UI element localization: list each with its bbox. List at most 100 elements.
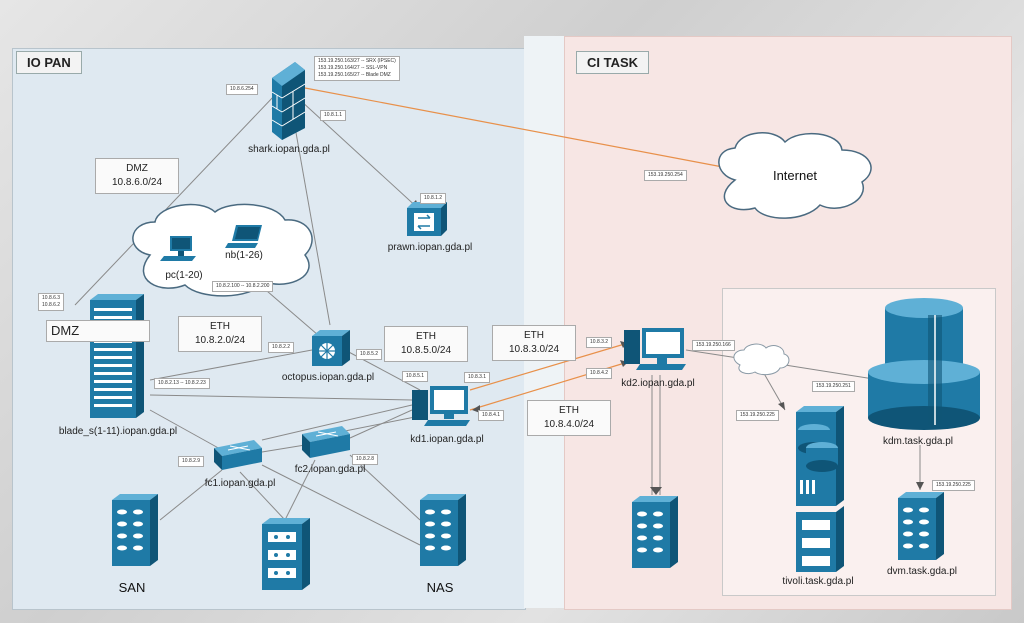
octopus-label: octopus.iopan.gda.pl [281, 372, 375, 383]
link-shark-octopus [291, 109, 331, 326]
tivoli-ip-tag: 153.19.250.225 [736, 410, 779, 421]
lan-cloud [132, 203, 313, 297]
link-cloud-kdm [784, 364, 881, 381]
link-shark-internet [304, 87, 729, 169]
blade-eth2-ips-tag: 10.8.2.13 -- 10.8.2.23 [154, 378, 210, 389]
eth-2-net: 10.8.2.0/24 [194, 335, 246, 346]
eth-5-box: ETH 10.8.5.0/24 [384, 326, 468, 362]
link-shark-blade [74, 94, 276, 306]
nas-storage-icon [420, 494, 466, 566]
link-blade-octopus [149, 349, 313, 381]
eth-4-box: ETH 10.8.4.0/24 [527, 400, 611, 436]
dmz-network-box: DMZ 10.8.6.0/24 [95, 158, 179, 194]
blade-label: blade_s(1-11).iopan.gda.pl [58, 426, 178, 437]
fc1-label: fc1.iopan.gda.pl [204, 478, 276, 489]
link-kd2-cloud [685, 349, 739, 359]
kd1-eth5-ip-tag: 10.8.5.1 [402, 371, 429, 382]
link-fc1-san [159, 469, 223, 521]
link-fc2-kd1-b [339, 415, 421, 433]
fc2-ip-tag: 10.8.2.8 [352, 454, 379, 465]
link-fc2-nas [349, 454, 421, 521]
link-blade-fc1 [149, 409, 223, 451]
shark-public-ips-tag: 153.19.250.163/27 -- SRX (IPSEC) 153.19.… [314, 56, 400, 81]
eth-3-box: ETH 10.8.3.0/24 [492, 325, 576, 361]
eth-2-title: ETH [210, 321, 230, 332]
prawn-label: prawn.iopan.gda.pl [387, 242, 473, 253]
pc-icon [160, 236, 196, 261]
kd1-computer-icon [412, 386, 470, 426]
eth-5-title: ETH [416, 331, 436, 342]
kd2-eth4-ip-tag: 10.8.4.2 [586, 368, 613, 379]
internet-ip-tag: 153.19.250.254 [644, 170, 687, 181]
octopus-eth5-ip-tag: 10.8.5.2 [356, 349, 383, 360]
eth-4-net: 10.8.4.0/24 [543, 419, 595, 430]
dmz-label: DMZ [51, 323, 80, 338]
link-fc1-kd1 [261, 404, 413, 441]
octopus-eth2-ip-tag: 10.8.2.2 [268, 342, 295, 353]
link-kd1-kd2-3 [469, 342, 629, 391]
kd1-eth4-ip-tag: 10.8.4.1 [478, 410, 505, 421]
kdm-mainframe-icon [868, 298, 980, 430]
link-fc1-fc2 [261, 444, 306, 453]
link-fc2-storage [284, 459, 316, 521]
arrow-tivoli [778, 402, 785, 410]
link-blade-kd1 [149, 394, 413, 401]
blade-dmz-ips-tag: 10.8.6.3 10.8.6.2 [38, 293, 65, 311]
nb-label: nb(1-26) [225, 250, 263, 261]
blade-server-icon [90, 294, 144, 418]
blade-dmz-ip-1: 10.8.6.3 [42, 295, 61, 301]
blade-dmz-ip-2: 10.8.6.2 [42, 302, 61, 308]
eth-4-title: ETH [559, 405, 579, 416]
eth-5-net: 10.8.5.0/24 [400, 345, 452, 356]
prawn-device-icon [407, 202, 447, 236]
shark-ip-1: 153.19.250.163/27 -- SRX (IPSEC) [318, 58, 396, 64]
link-cloud-octopus [259, 284, 319, 336]
san-storage-icon [112, 494, 158, 566]
pc-label: pc(1-20) [165, 270, 203, 281]
arrow-dvm [916, 482, 924, 490]
kd2-label: kd2.iopan.gda.pl [621, 378, 695, 389]
dvm-label: dvm.task.gda.pl [886, 566, 958, 577]
kdm-ip-tag: 153.19.250.251 [812, 381, 855, 392]
link-fc1-storage [239, 471, 286, 521]
shark-eth1-ip-tag: 10.8.1.1 [320, 110, 347, 121]
shark-ip-2: 153.19.250.164/27 -- SSL-VPN [318, 65, 388, 71]
san-label: SAN [118, 580, 146, 595]
arrow-storage [650, 487, 662, 495]
fc1-switch-icon [214, 440, 262, 470]
dmz-box-net: 10.8.6.0/24 [111, 177, 163, 188]
kd2-computer-icon [624, 328, 686, 370]
tivoli-storage-icon [796, 406, 844, 572]
link-fc1-nas [261, 464, 421, 546]
kd2-storage-icon [632, 496, 678, 568]
eth-3-title: ETH [524, 330, 544, 341]
shark-dmz-ip-tag: 10.8.6.254 [226, 84, 258, 95]
kd1-eth3-ip-tag: 10.8.3.1 [464, 372, 491, 383]
router-cloud [733, 343, 790, 376]
dvm-ip-tag: 153.19.250.225 [932, 480, 975, 491]
fc2-label: fc2.iopan.gda.pl [294, 464, 366, 475]
firewall-icon [271, 62, 306, 140]
dvm-storage-icon [898, 492, 944, 560]
internet-label: Internet [772, 168, 818, 183]
dmz-label-box: DMZ [46, 320, 150, 342]
tivoli-label: tivoli.task.gda.pl [782, 576, 854, 587]
eth-3-net: 10.8.3.0/24 [508, 344, 560, 355]
shark-ip-3: 153.19.250.165/27 -- Blade DMZ [318, 72, 391, 78]
kd1-label: kd1.iopan.gda.pl [410, 434, 484, 445]
io-pan-title: IO PAN [16, 51, 82, 74]
zone-separator [524, 36, 564, 608]
ci-task-title: CI TASK [576, 51, 650, 74]
kd2-external-ip-tag: 153.19.250.166 [692, 340, 735, 351]
internet-cloud [718, 132, 872, 219]
dhcp-range-tag: 10.8.2.100 -- 10.8.2.200 [212, 281, 274, 292]
fc2-switch-icon [302, 426, 350, 458]
notebook-icon [225, 225, 262, 248]
disk-array-icon [262, 518, 310, 590]
prawn-ip-tag: 10.8.1.2 [420, 193, 447, 204]
kd2-eth3-ip-tag: 10.8.3.2 [586, 337, 613, 348]
eth-2-box: ETH 10.8.2.0/24 [178, 316, 262, 352]
link-shark-prawn [299, 99, 421, 211]
octopus-switch-icon [312, 330, 350, 366]
nas-label: NAS [426, 580, 454, 595]
